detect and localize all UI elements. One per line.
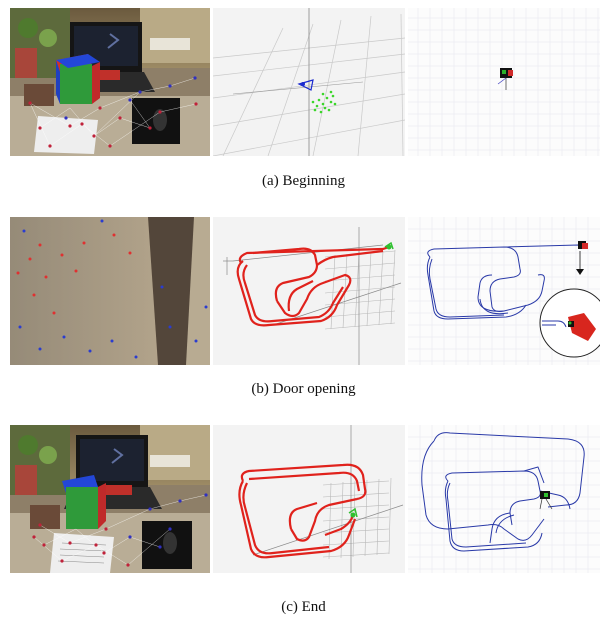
row-c-map-view (408, 425, 600, 573)
caption-b: (b) Door opening (0, 381, 607, 398)
row-c-3d-view (213, 425, 405, 573)
row-a-3d-view (213, 8, 405, 156)
caption-b-text: Door opening (272, 381, 356, 397)
row-b-map-view (408, 217, 600, 365)
row-b-photo (10, 217, 210, 365)
row-b-3d-view (213, 217, 405, 365)
caption-c-label: (c) (281, 599, 298, 615)
caption-a-label: (a) (262, 173, 279, 189)
caption-a: (a) Beginning (0, 173, 607, 190)
caption-a-text: Beginning (282, 173, 345, 189)
caption-c: (c) End (0, 599, 607, 616)
row-a-photo (10, 8, 210, 156)
row-a-map-view (408, 8, 600, 156)
caption-c-text: End (301, 599, 326, 615)
row-c-photo (10, 425, 210, 573)
caption-b-label: (b) (251, 381, 269, 397)
